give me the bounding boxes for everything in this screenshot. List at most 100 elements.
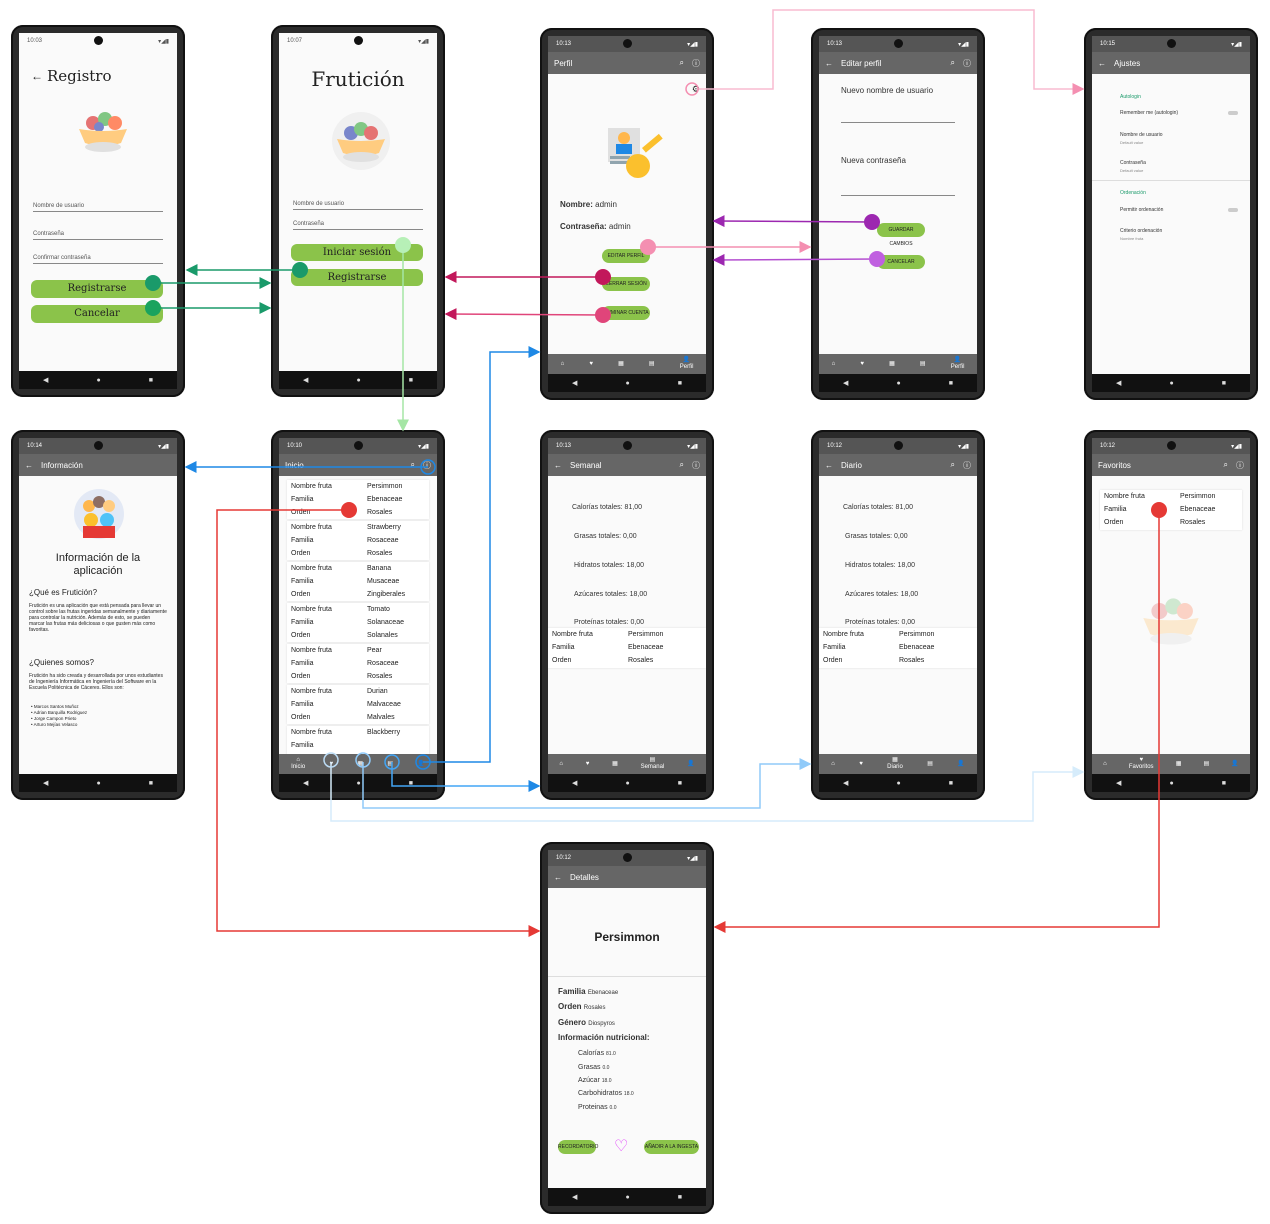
- back-arrow-icon[interactable]: ←: [554, 872, 562, 882]
- home-icon[interactable]: ●: [96, 779, 101, 787]
- calendar-day-tab-icon[interactable]: ▤: [927, 760, 933, 767]
- home-icon[interactable]: ●: [1169, 779, 1174, 787]
- profile-tab-icon[interactable]: 👤: [1231, 760, 1239, 767]
- recents-icon[interactable]: ■: [1221, 779, 1226, 787]
- back-icon[interactable]: ◀: [572, 380, 578, 387]
- back-icon[interactable]: ◀: [572, 780, 578, 787]
- calendar-day-tab-icon[interactable]: ▤: [387, 760, 394, 767]
- home-tab[interactable]: ⌂Inicio: [291, 757, 306, 770]
- info-icon[interactable]: ⓘ: [963, 58, 971, 68]
- calendar-tab-icon[interactable]: ▦: [357, 760, 364, 767]
- home-icon[interactable]: ●: [1169, 379, 1174, 387]
- heart-tab-icon[interactable]: ♥: [329, 760, 334, 767]
- weekly-tab[interactable]: ▤Semanal: [640, 757, 665, 770]
- profile-tab[interactable]: 👤Perfil: [679, 357, 694, 370]
- back-icon[interactable]: ◀: [1116, 780, 1122, 787]
- calendar-tab-icon[interactable]: ▦: [889, 360, 895, 367]
- profile-tab-icon[interactable]: 👤: [417, 760, 425, 767]
- back-icon[interactable]: ◀: [303, 377, 309, 384]
- back-icon[interactable]: ◀: [1116, 380, 1122, 387]
- info-icon[interactable]: ⓘ: [963, 460, 971, 470]
- calendar-tab-icon[interactable]: ▦: [618, 360, 624, 367]
- heart-tab-icon[interactable]: ♥: [589, 360, 593, 367]
- recents-icon[interactable]: ■: [408, 376, 413, 384]
- back-icon[interactable]: ◀: [303, 780, 309, 787]
- back-icon[interactable]: ◀: [43, 377, 49, 384]
- info-icon[interactable]: ⓘ: [1236, 460, 1244, 470]
- settings-gear-icon[interactable]: ⚙: [691, 84, 700, 94]
- home-tab-icon[interactable]: ⌂: [831, 360, 836, 367]
- recents-icon[interactable]: ■: [148, 779, 153, 787]
- allow-sort-toggle[interactable]: [1228, 208, 1238, 212]
- search-icon[interactable]: ⌕: [950, 58, 955, 67]
- profile-tab[interactable]: 👤Perfil: [950, 357, 965, 370]
- register-button[interactable]: Registrarse: [31, 280, 163, 298]
- recents-icon[interactable]: ■: [148, 376, 153, 384]
- daily-tab[interactable]: ▦Diario: [887, 757, 903, 770]
- profile-tab-icon[interactable]: 👤: [687, 760, 695, 767]
- back-icon[interactable]: ◀: [843, 380, 849, 387]
- back-icon[interactable]: ◀: [843, 780, 849, 787]
- search-icon[interactable]: ⌕: [679, 460, 684, 469]
- username-field[interactable]: Nombre de usuario: [33, 203, 163, 212]
- info-icon[interactable]: ⓘ: [692, 58, 700, 68]
- recents-icon[interactable]: ■: [677, 379, 682, 387]
- home-icon[interactable]: ●: [356, 779, 361, 787]
- calendar-day-tab-icon[interactable]: ▤: [919, 360, 926, 367]
- recents-icon[interactable]: ■: [677, 779, 682, 787]
- home-icon[interactable]: ●: [625, 1193, 630, 1201]
- back-arrow-icon[interactable]: ←: [825, 58, 833, 68]
- recents-icon[interactable]: ■: [1221, 379, 1226, 387]
- add-intake-button[interactable]: AÑADIR A LA INGESTA: [644, 1140, 699, 1154]
- search-icon[interactable]: ⌕: [950, 460, 955, 469]
- home-icon[interactable]: ●: [96, 376, 101, 384]
- password-field[interactable]: Contraseña: [33, 231, 163, 240]
- favorites-tab[interactable]: ♥Favoritos: [1128, 757, 1154, 770]
- profile-tab-icon[interactable]: 👤: [957, 760, 965, 767]
- reminder-button[interactable]: RECORDATORIO: [558, 1140, 598, 1154]
- home-icon[interactable]: ●: [356, 376, 361, 384]
- confirm-password-field[interactable]: Confirmar contraseña: [33, 255, 163, 264]
- login-button[interactable]: Iniciar sesión: [291, 244, 423, 261]
- heart-tab-icon[interactable]: ♥: [585, 760, 590, 767]
- back-arrow-icon[interactable]: ←: [554, 460, 562, 470]
- calendar-day-tab-icon[interactable]: ▤: [648, 360, 655, 367]
- save-changes-button[interactable]: GUARDAR CAMBIOS: [877, 223, 925, 247]
- search-icon[interactable]: ⌕: [1223, 460, 1228, 469]
- calendar-tab-icon[interactable]: ▦: [1175, 760, 1182, 767]
- recents-icon[interactable]: ■: [948, 779, 953, 787]
- search-icon[interactable]: ⌕: [410, 460, 415, 469]
- edit-profile-button[interactable]: EDITAR PERFIL: [602, 249, 650, 263]
- home-tab-icon[interactable]: ⌂: [1103, 760, 1107, 767]
- recents-icon[interactable]: ■: [677, 1193, 682, 1201]
- home-icon[interactable]: ●: [625, 779, 630, 787]
- cancel-button[interactable]: CANCELAR: [877, 255, 925, 269]
- calendar-day-tab-icon[interactable]: ▤: [1203, 760, 1210, 767]
- home-icon[interactable]: ●: [896, 379, 901, 387]
- sort-criteria-setting[interactable]: Criterio ordenación: [1120, 228, 1163, 234]
- back-icon[interactable]: ◀: [43, 780, 49, 787]
- back-arrow-icon[interactable]: ←: [1098, 58, 1106, 68]
- home-tab-icon[interactable]: ⌂: [560, 360, 565, 367]
- back-arrow-icon[interactable]: ←: [25, 460, 33, 470]
- home-tab-icon[interactable]: ⌂: [831, 760, 835, 767]
- recents-icon[interactable]: ■: [408, 779, 413, 787]
- info-icon[interactable]: ⓘ: [692, 460, 700, 470]
- back-arrow-icon[interactable]: ←: [31, 69, 43, 83]
- new-username-input[interactable]: [841, 122, 955, 123]
- register-button[interactable]: Registrarse: [291, 269, 423, 286]
- home-icon[interactable]: ●: [896, 779, 901, 787]
- back-icon[interactable]: ◀: [572, 1194, 578, 1201]
- search-icon[interactable]: ⌕: [679, 58, 684, 67]
- heart-tab-icon[interactable]: ♥: [860, 360, 864, 367]
- username-field[interactable]: Nombre de usuario: [293, 201, 423, 210]
